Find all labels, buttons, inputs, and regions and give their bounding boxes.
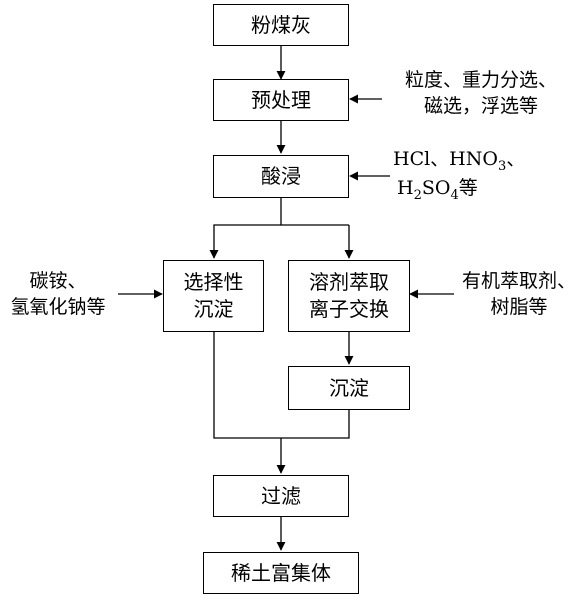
box-solvent-extraction-line-1: 溶剂萃取 [309, 270, 389, 294]
note-extractants-line-2: 树脂等 [490, 296, 548, 318]
box-rare-earth-concentrate: 稀土富集体 [203, 552, 359, 594]
note-precipitants: 碳铵、 氢氧化钠等 [2, 268, 114, 320]
note-extractants-line-1: 有机萃取剂、 [461, 270, 576, 292]
note-extractants: 有机萃取剂、 树脂等 [458, 268, 580, 320]
box-solvent-extraction-line-2: 离子交换 [309, 297, 389, 321]
note-pretreatment-methods-line-1: 粒度、重力分选、 [404, 69, 557, 91]
note-acid-reagents-line-1: HCl、HNO3、 [392, 146, 578, 175]
box-rare-earth-concentrate-label: 稀土富集体 [231, 560, 331, 585]
reagent-h: H [397, 177, 414, 199]
subscript-2: 2 [413, 188, 422, 203]
box-selective-precipitation-line-1: 选择性 [183, 270, 244, 294]
box-filtration-label: 过滤 [261, 483, 301, 508]
box-fly-ash: 粉煤灰 [213, 4, 349, 46]
note-acid-reagents: HCl、HNO3、 H2SO4等 [392, 146, 578, 204]
note-precipitants-line-1: 碳铵、 [29, 270, 87, 292]
reagent-separator: 、 [506, 148, 526, 170]
reagent-hcl-hno: HCl、HNO [393, 148, 498, 170]
split-line-after-acid-leach [209, 198, 282, 259]
box-precipitation-label: 沉淀 [329, 375, 369, 400]
merge-line-left [213, 332, 281, 439]
subscript-3: 3 [497, 159, 507, 174]
reagent-etc: 等 [458, 177, 478, 199]
box-acid-leach: 酸浸 [213, 155, 349, 198]
box-selective-precipitation: 选择性 沉淀 [163, 260, 264, 332]
box-solvent-extraction: 溶剂萃取 离子交换 [288, 260, 410, 332]
box-filtration: 过滤 [213, 475, 349, 517]
box-selective-precipitation-line-2: 沉淀 [193, 297, 234, 321]
subscript-4: 4 [450, 188, 459, 203]
merge-line-right [281, 410, 350, 439]
box-pretreatment-label: 预处理 [251, 87, 311, 112]
note-acid-reagents-line-2: H2SO4等 [392, 175, 578, 204]
box-acid-leach-label: 酸浸 [261, 164, 301, 188]
reagent-so: SO [421, 177, 451, 199]
note-pretreatment-methods: 粒度、重力分选、 磁选，浮选等 [384, 67, 578, 119]
note-pretreatment-methods-line-2: 磁选，浮选等 [423, 95, 538, 117]
box-fly-ash-label: 粉煤灰 [251, 12, 311, 37]
box-precipitation: 沉淀 [288, 366, 410, 410]
note-precipitants-line-2: 氢氧化钠等 [10, 296, 106, 318]
box-pretreatment: 预处理 [213, 79, 349, 121]
